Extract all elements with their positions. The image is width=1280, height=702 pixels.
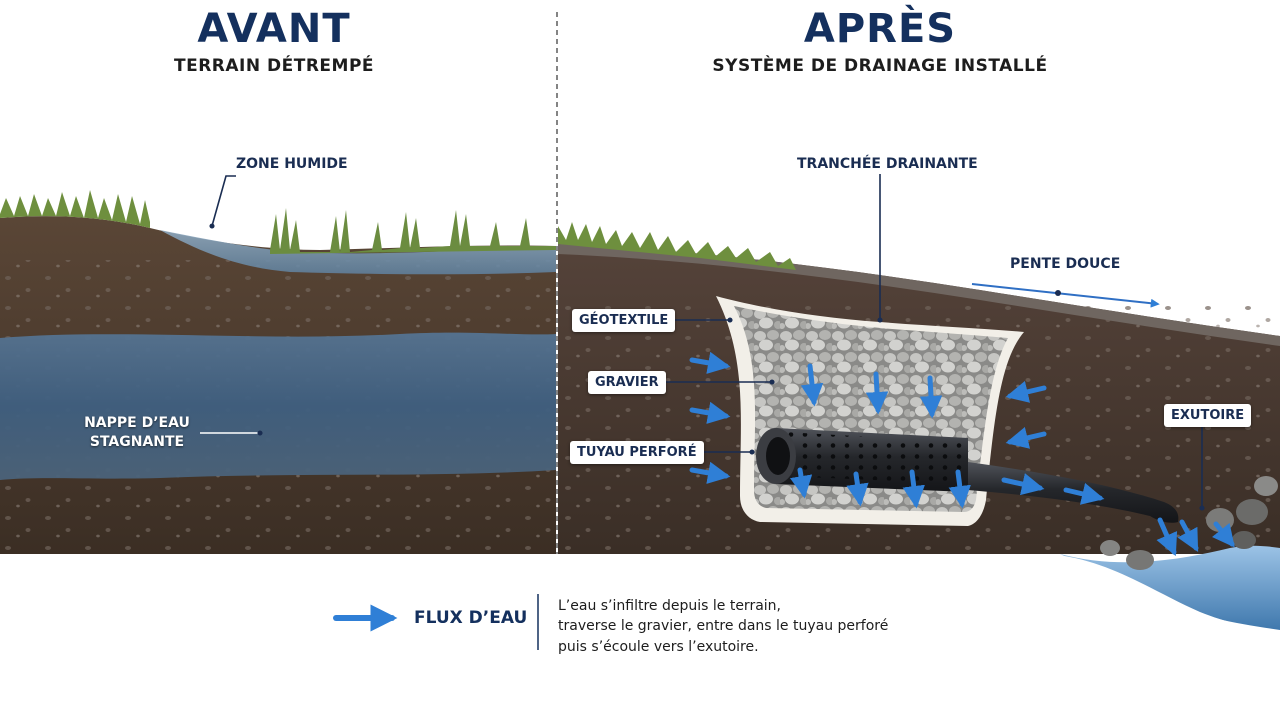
flow-arrow [1156, 517, 1178, 557]
flow-arrow [789, 467, 813, 499]
slope-arrow-dot [1055, 290, 1061, 296]
grass-left [0, 190, 150, 228]
callout-wet-zone [209, 175, 236, 229]
flow-arrow [689, 401, 731, 424]
label-gravel: GRAVIER [588, 371, 666, 394]
slope-arrow [971, 283, 1160, 308]
flow-arrow [919, 375, 943, 419]
before-subtitle: TERRAIN DÉTREMPÉ [173, 56, 375, 76]
reeds-left [270, 208, 556, 254]
flow-arrow [902, 469, 925, 509]
label-geotextile: GÉOTEXTILE [572, 309, 676, 332]
outlet-rocks [1100, 476, 1278, 570]
pipe-holes [784, 432, 962, 484]
legend-line: puis s’écoule vers l’exutoire. [558, 638, 759, 655]
callout-lines [200, 174, 1205, 511]
legend-line: traverse le gravier, entre dans le tuyau… [558, 618, 889, 635]
before-title: AVANT [197, 6, 351, 52]
after-title: APRÈS [803, 6, 957, 52]
label-outlet: EXUTOIRE [1164, 404, 1252, 427]
flow-arrow [1063, 482, 1105, 505]
flow-arrow [865, 371, 889, 415]
legend-line: L’eau s’infiltre depuis le terrain, [558, 598, 781, 614]
label-trench: TRANCHÉE DRAINANTE [797, 156, 978, 172]
flow-arrow [1005, 380, 1047, 403]
stagnant-water-layer [0, 332, 556, 480]
bottom-band [0, 554, 1280, 702]
grass-right [558, 222, 796, 270]
flow-arrow [800, 363, 824, 407]
flow-arrow [689, 351, 731, 374]
legend-flow-label: FLUX D’EAU [414, 608, 528, 628]
surface-puddle [160, 230, 556, 275]
after-subtitle: SYSTÈME DE DRAINAGE INSTALLÉ [712, 56, 1048, 76]
flow-arrow [1177, 519, 1199, 552]
legend-description: L’eau s’infiltre depuis le terrain, trav… [558, 596, 888, 657]
label-wet-zone: ZONE HUMIDE [236, 156, 348, 172]
flow-arrow [846, 471, 869, 507]
flow-arrow [1001, 473, 1045, 496]
flow-arrow [948, 469, 971, 509]
label-slope: PENTE DOUCE [1010, 256, 1121, 272]
label-stagnant-water: NAPPE D’EAU STAGNANTE [84, 415, 190, 450]
flow-arrow [689, 461, 731, 484]
label-pipe: TUYAU PERFORÉ [570, 441, 704, 464]
flow-arrows [689, 351, 1235, 557]
before-panel [0, 190, 556, 554]
outlet-stream [1060, 545, 1280, 630]
pipe-opening-inner [766, 437, 790, 475]
flow-arrow [1211, 521, 1235, 548]
topsoil-line [558, 244, 1280, 346]
flow-arrow [1005, 426, 1047, 449]
